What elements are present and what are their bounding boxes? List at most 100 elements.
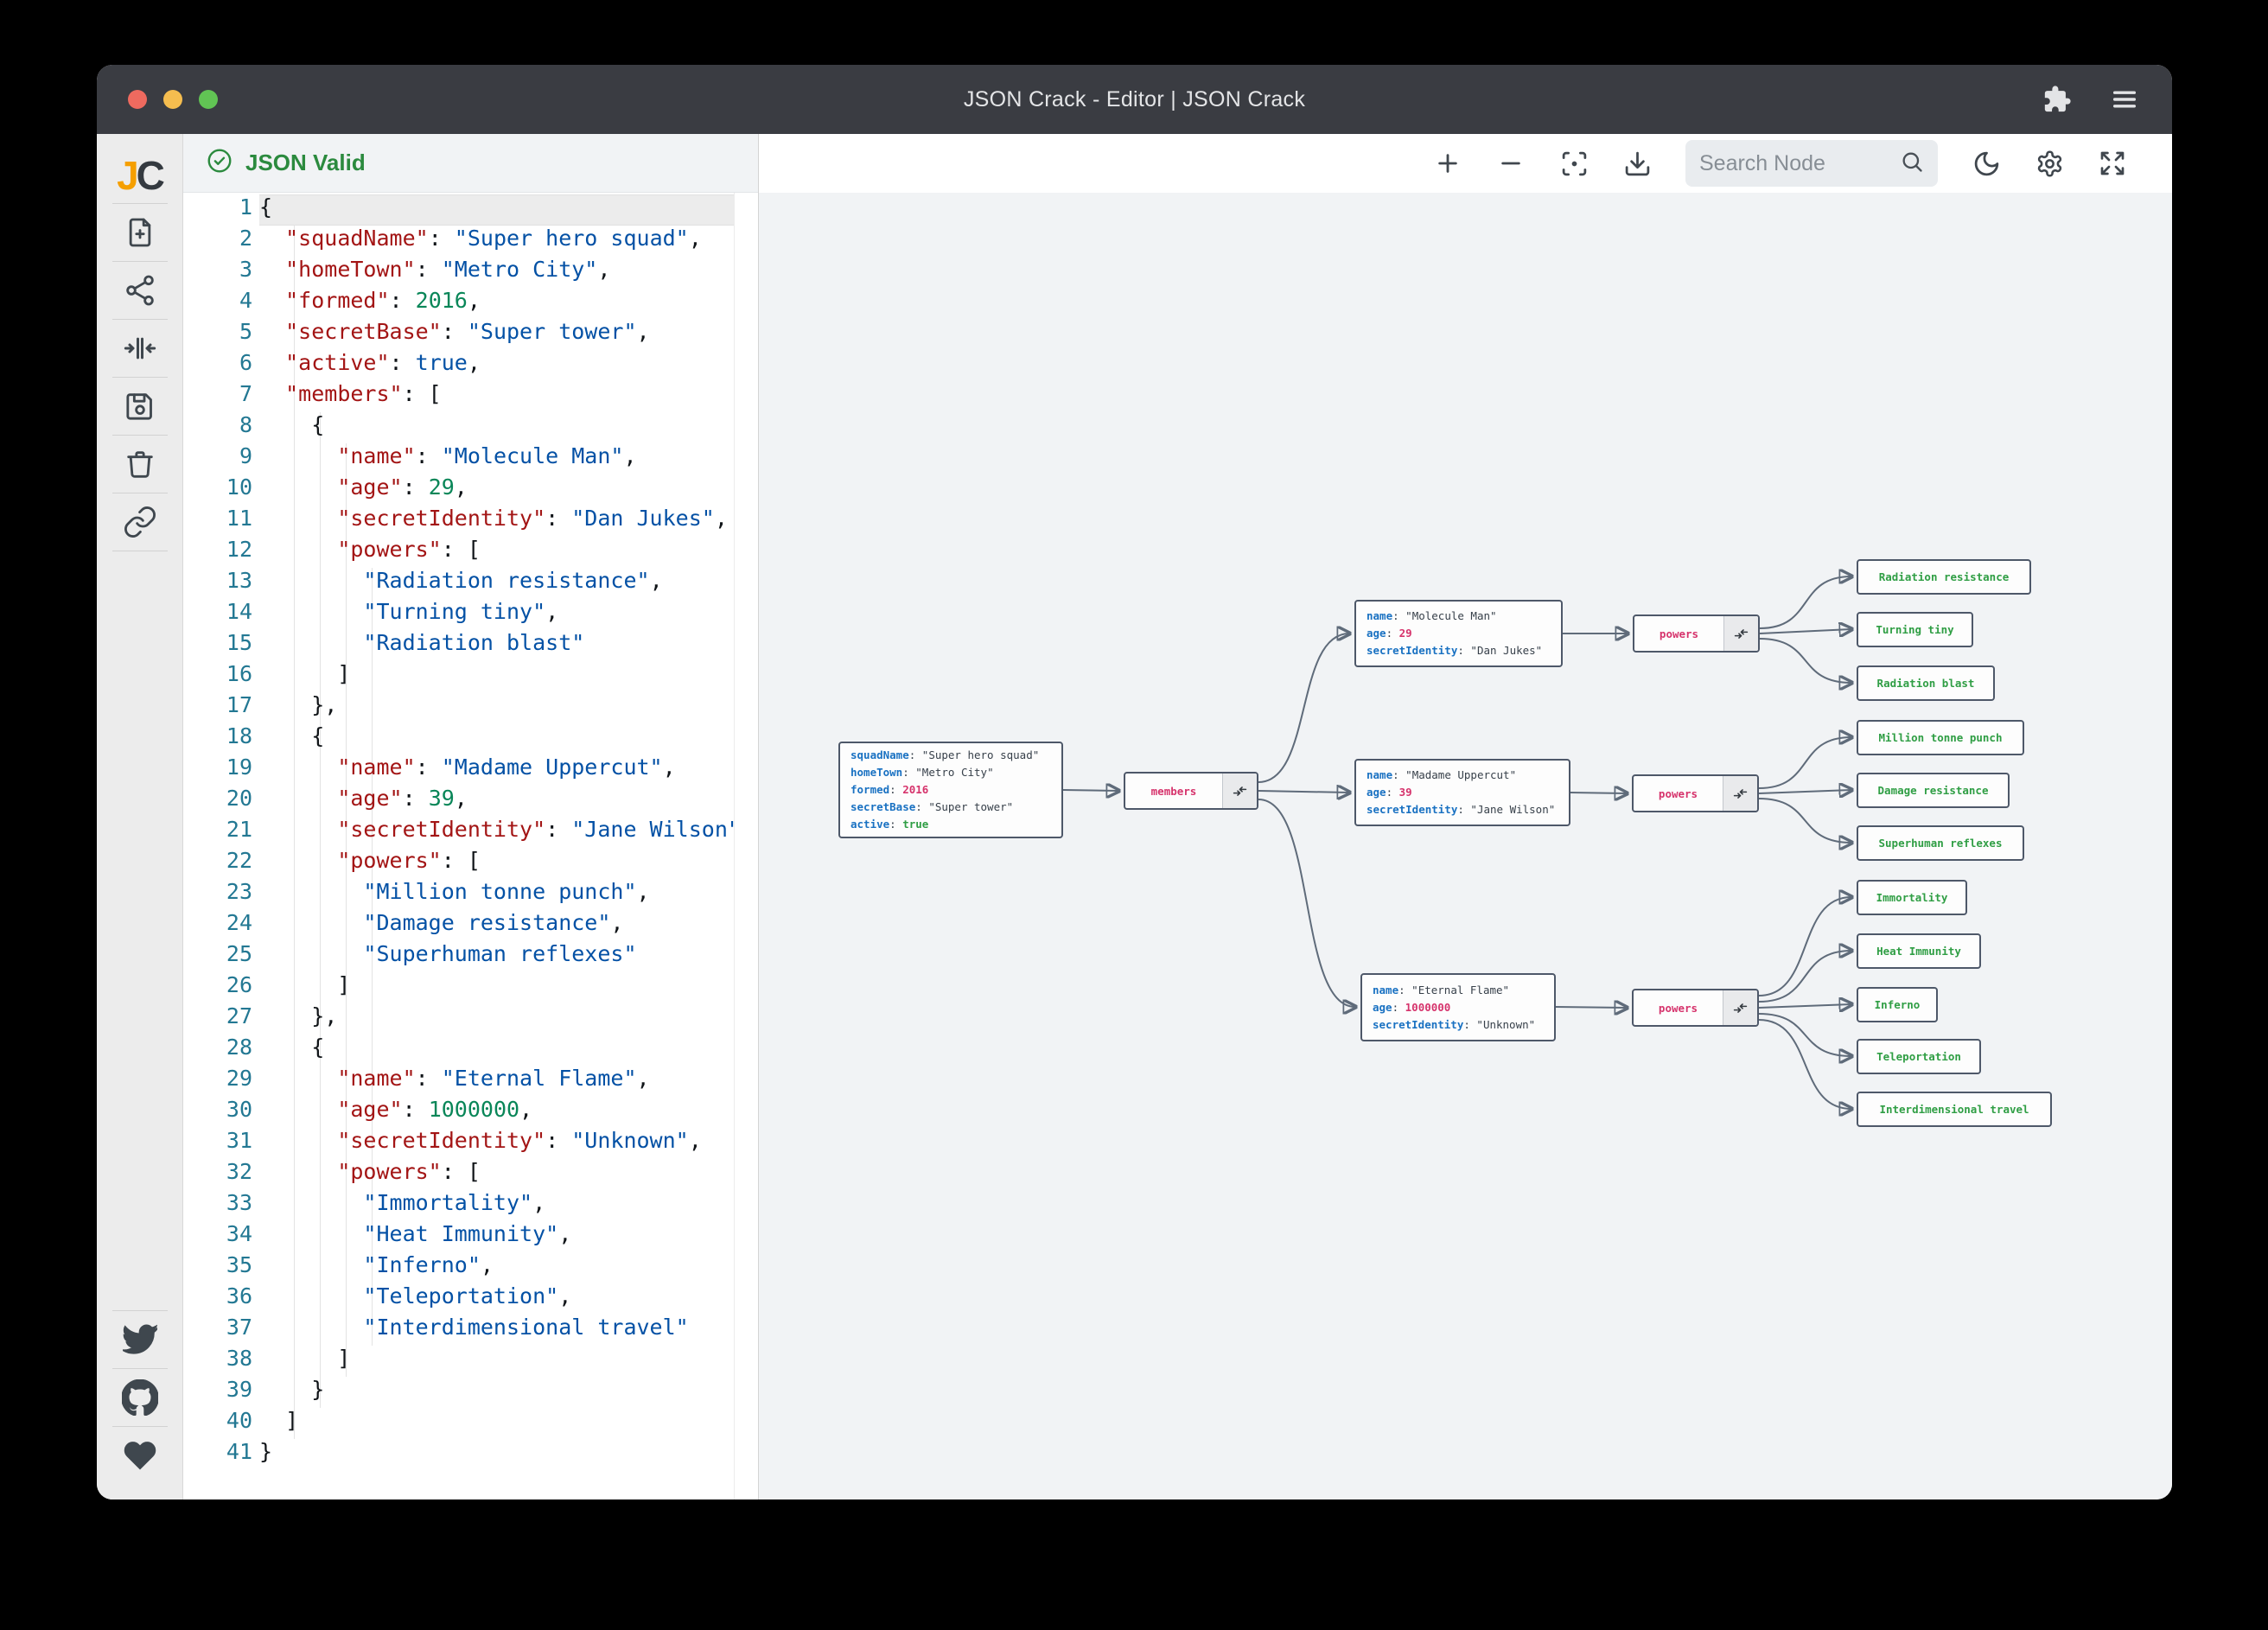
twitter-icon[interactable]	[97, 1311, 182, 1368]
graph-node-leaf-heat-immunity[interactable]: Heat Immunity	[1857, 933, 1981, 969]
dark-mode-moon-icon[interactable]	[1966, 143, 2006, 183]
editor-line[interactable]: "Heat Immunity",	[363, 1221, 572, 1246]
graph-node-leaf-teleportation[interactable]: Teleportation	[1857, 1039, 1981, 1074]
editor-line[interactable]: "Turning tiny",	[363, 599, 559, 624]
editor-line[interactable]: "Radiation blast"	[363, 630, 585, 655]
graph-node-leaf-turning-tiny[interactable]: Turning tiny	[1857, 612, 1973, 647]
editor-line[interactable]: "Damage resistance",	[363, 910, 624, 935]
save-icon[interactable]	[97, 378, 182, 435]
editor-line[interactable]: "active": true,	[285, 350, 481, 375]
editor-line[interactable]: "formed": 2016,	[285, 288, 481, 313]
line-number: 28	[226, 1035, 252, 1060]
editor-line[interactable]: "secretIdentity": "Unknown",	[337, 1128, 702, 1153]
menu-icon[interactable]	[2110, 85, 2139, 114]
editor-line[interactable]: {	[259, 723, 325, 748]
editor-line[interactable]: }	[259, 1439, 273, 1464]
editor-line[interactable]: ]	[259, 661, 351, 686]
close-traffic-light[interactable]	[128, 90, 147, 109]
editor-line[interactable]: "age": 1000000,	[337, 1097, 533, 1122]
editor-line[interactable]: "secretIdentity": "Dan Jukes",	[337, 506, 728, 531]
editor-line[interactable]: ]	[259, 1408, 299, 1433]
editor-line[interactable]: "squadName": "Super hero squad",	[285, 226, 702, 251]
editor-line[interactable]: {	[259, 194, 758, 226]
graph-node-leaf-interdimensional-travel[interactable]: Interdimensional travel	[1857, 1092, 2052, 1127]
editor-line[interactable]: "powers": [	[337, 1159, 481, 1184]
graph-node-root[interactable]: squadName: "Super hero squad"homeTown: "…	[838, 742, 1063, 838]
node-label: powers	[1659, 627, 1699, 640]
graph-node-powers-2[interactable]: powers	[1632, 774, 1759, 812]
node-row: active: true	[850, 818, 929, 831]
editor-line[interactable]: "name": "Eternal Flame",	[337, 1066, 650, 1091]
share-link-icon[interactable]	[97, 493, 182, 551]
sponsor-heart-icon[interactable]	[97, 1427, 182, 1484]
editor-line[interactable]: }	[259, 1377, 325, 1402]
settings-gear-icon[interactable]	[2029, 143, 2069, 183]
zoom-traffic-light[interactable]	[199, 90, 218, 109]
graph-node-leaf-inferno[interactable]: Inferno	[1857, 987, 1938, 1022]
graph-edge	[1758, 737, 1851, 789]
collapse-node-button[interactable]	[1222, 774, 1257, 808]
graph-node-leaf-radiation-blast[interactable]: Radiation blast	[1857, 665, 1995, 701]
graph-node-leaf-damage-resistance[interactable]: Damage resistance	[1857, 773, 2010, 808]
editor-line[interactable]: {	[259, 1035, 325, 1060]
editor-line[interactable]: },	[259, 692, 338, 717]
fullscreen-expand-icon[interactable]	[2093, 143, 2132, 183]
search-node-input[interactable]	[1699, 150, 1893, 176]
editor-line[interactable]: "age": 29,	[337, 474, 468, 500]
editor-line[interactable]: "age": 39,	[337, 786, 468, 811]
collapse-node-button[interactable]	[1723, 776, 1757, 811]
graph-node-members[interactable]: members	[1124, 772, 1258, 810]
share-graph-icon[interactable]	[97, 262, 182, 319]
extension-puzzle-icon[interactable]	[2042, 85, 2072, 114]
editor-line[interactable]: "powers": [	[337, 537, 481, 562]
delete-icon[interactable]	[97, 436, 182, 493]
graph-node-leaf-superhuman-reflexes[interactable]: Superhuman reflexes	[1857, 825, 2024, 861]
indent-guide	[294, 226, 296, 1439]
graph-node-leaf-radiation-resistance[interactable]: Radiation resistance	[1857, 559, 2031, 595]
editor-line[interactable]: ]	[259, 1346, 351, 1371]
editor-line[interactable]: "secretIdentity": "Jane Wilson",	[337, 817, 754, 842]
node-row: name: "Madame Uppercut"	[1367, 768, 1517, 781]
line-number: 11	[226, 506, 252, 531]
editor-line[interactable]: "homeTown": "Metro City",	[285, 257, 611, 282]
new-document-icon[interactable]	[97, 204, 182, 261]
divider	[111, 1310, 168, 1311]
zoom-in-icon[interactable]	[1428, 143, 1468, 183]
editor-line[interactable]: "Immortality",	[363, 1190, 546, 1215]
collapse-node-button[interactable]	[1723, 990, 1757, 1025]
zoom-out-icon[interactable]	[1491, 143, 1531, 183]
graph-node-leaf-million-tonne-punch[interactable]: Million tonne punch	[1857, 720, 2024, 755]
editor-line[interactable]: "name": "Molecule Man",	[337, 443, 637, 468]
editor-scrollbar[interactable]	[734, 193, 758, 1499]
collapse-node-button[interactable]	[1723, 616, 1758, 651]
editor-line[interactable]: "Radiation resistance",	[363, 568, 663, 593]
editor-line[interactable]: "powers": [	[337, 848, 481, 873]
editor-line[interactable]: "Inferno",	[363, 1252, 494, 1277]
editor-line[interactable]: "Interdimensional travel"	[363, 1315, 689, 1340]
focus-view-icon[interactable]	[1554, 143, 1594, 183]
graph-node-powers-3[interactable]: powers	[1632, 989, 1759, 1027]
editor-line[interactable]: ]	[259, 972, 351, 997]
editor-line[interactable]: "Million tonne punch",	[363, 879, 650, 904]
graph-canvas[interactable]: squadName: "Super hero squad"homeTown: "…	[759, 134, 2172, 1499]
editor-line[interactable]: },	[259, 1003, 338, 1028]
download-icon[interactable]	[1617, 143, 1657, 183]
github-icon[interactable]	[97, 1369, 182, 1426]
divider	[111, 435, 168, 436]
graph-node-leaf-immortality[interactable]: Immortality	[1857, 880, 1967, 915]
editor-line[interactable]: "Teleportation",	[363, 1283, 572, 1308]
center-view-icon[interactable]	[97, 320, 182, 377]
editor-line[interactable]: "name": "Madame Uppercut",	[337, 755, 676, 780]
node-row: secretIdentity: "Dan Jukes"	[1367, 644, 1543, 657]
minimize-traffic-light[interactable]	[163, 90, 182, 109]
editor-line[interactable]: {	[259, 412, 325, 437]
editor-line[interactable]: "secretBase": "Super tower",	[285, 319, 650, 344]
editor-line[interactable]: "Superhuman reflexes"	[363, 941, 637, 966]
graph-node-powers-1[interactable]: powers	[1633, 614, 1760, 653]
editor-line[interactable]: "members": [	[285, 381, 442, 406]
